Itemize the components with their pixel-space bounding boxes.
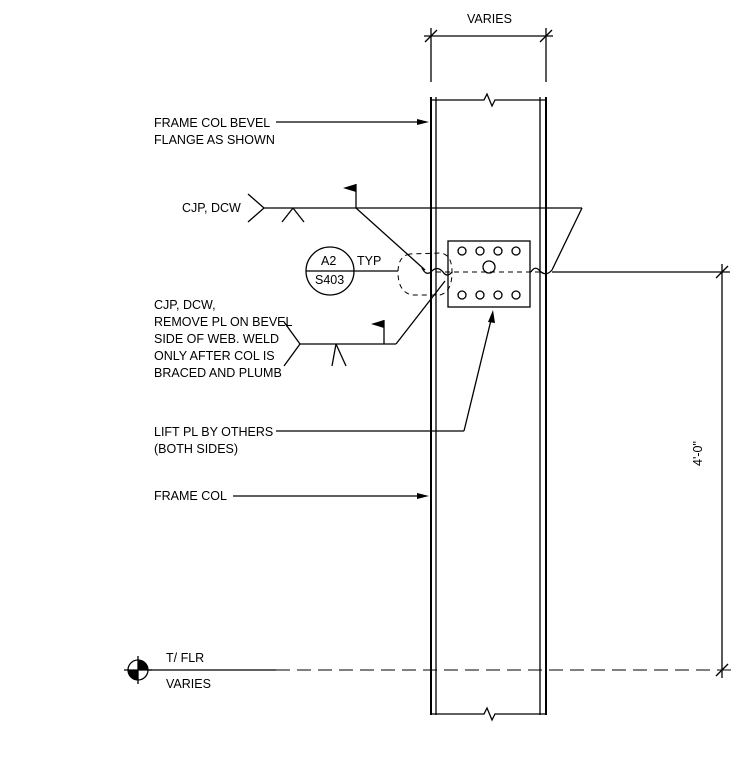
lift-pl-leader bbox=[276, 310, 495, 432]
cjp-remove-label-3: SIDE OF WEB. WELD bbox=[154, 332, 280, 346]
cjp-remove-label-4: ONLY AFTER COL IS bbox=[154, 349, 275, 363]
varies-top-label: VARIES bbox=[467, 12, 512, 26]
bottom-break-line bbox=[431, 706, 546, 722]
lift-plate bbox=[447, 240, 531, 308]
top-width-dimension bbox=[424, 28, 553, 82]
frame-col-bevel-label-1: FRAME COL BEVEL bbox=[154, 116, 271, 130]
lift-pl-label-1: LIFT PL BY OTHERS bbox=[154, 425, 274, 439]
detail-reference bbox=[305, 246, 398, 296]
frame-col-bevel-leader bbox=[276, 119, 429, 125]
cjp-remove-label-1: CJP, DCW, bbox=[154, 298, 216, 312]
elevation-top-label: T/ FLR bbox=[166, 651, 205, 665]
frame-column bbox=[430, 92, 547, 722]
top-break-line bbox=[431, 92, 546, 108]
detail-ref-top: A2 bbox=[321, 254, 337, 268]
frame-col-label: FRAME COL bbox=[154, 489, 227, 503]
elevation-bottom-label: VARIES bbox=[166, 677, 211, 691]
detail-bubble bbox=[397, 252, 453, 296]
height-dimension bbox=[552, 264, 730, 678]
floor-elevation bbox=[124, 656, 733, 684]
frame-col-bevel-label-2: FLANGE AS SHOWN bbox=[154, 133, 275, 147]
weld-symbol-upper bbox=[247, 184, 583, 271]
detail-ref-bottom: S403 bbox=[315, 273, 345, 287]
cjp-dcw-label: CJP, DCW bbox=[182, 201, 241, 215]
frame-col-leader bbox=[233, 493, 429, 499]
typ-label: TYP bbox=[357, 254, 382, 268]
cjp-remove-label-5: BRACED AND PLUMB bbox=[154, 366, 282, 380]
lift-pl-label-2: (BOTH SIDES) bbox=[154, 442, 239, 456]
cjp-remove-label-2: REMOVE PL ON BEVEL bbox=[154, 315, 293, 329]
weld-symbol-lower bbox=[283, 280, 446, 367]
height-dimension-label: 4'-0" bbox=[691, 441, 705, 466]
splice-joint bbox=[421, 267, 553, 276]
